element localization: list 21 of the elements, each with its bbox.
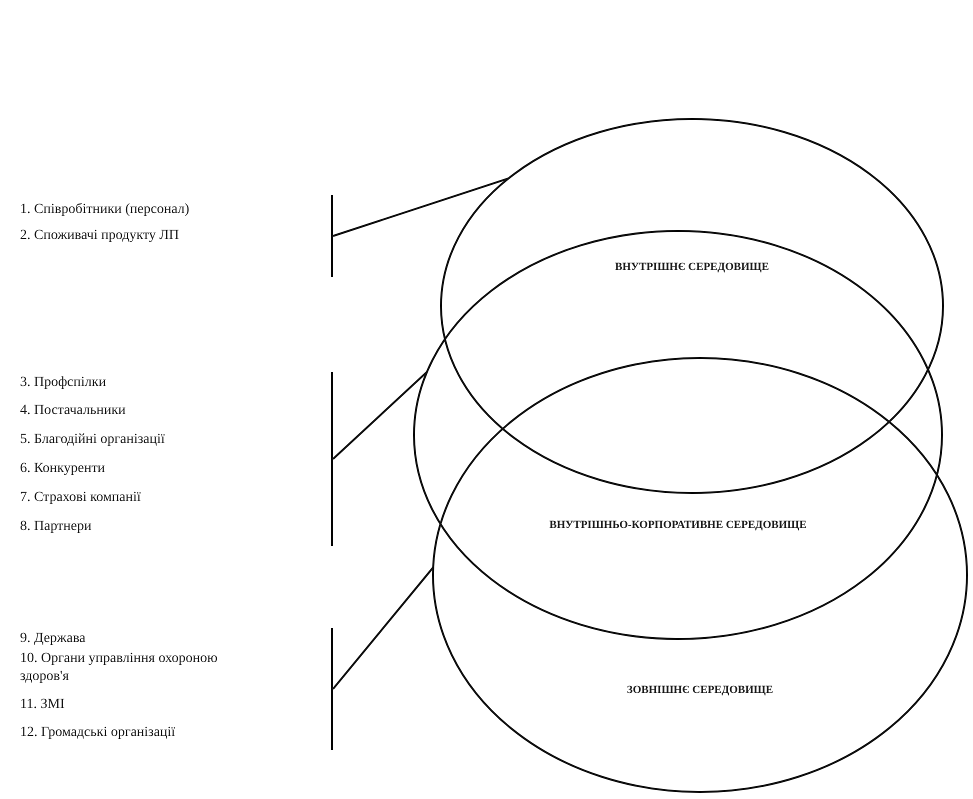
list-item: 7. Страхові компанії [20, 489, 141, 507]
bracketed-list [20, 372, 333, 546]
leader-line [332, 178, 509, 237]
list-item: 12. Громадські організації [20, 724, 176, 742]
leader-line [332, 371, 428, 460]
bracketed-list [20, 628, 333, 750]
leader-line [332, 566, 434, 690]
list-item: 4. Постачальники [20, 402, 126, 420]
list-item: 9. Держава [20, 630, 86, 648]
list-item: 5. Благодійні організації [20, 431, 165, 449]
list-item: 6. Конкуренти [20, 460, 106, 478]
ellipse-label: ВНУТРІШНЄ СЕРЕДОВИЩЕ [614, 260, 770, 275]
list-item: 10. Органи управління охороною здоров'я [20, 650, 219, 686]
list-item: 8. Партнери [20, 518, 92, 536]
ellipse-label: ВНУТРІШНЬО-КОРПОРАТИВНЕ СЕРЕДОВИЩЕ [548, 518, 808, 533]
list-item: 11. ЗМІ [20, 696, 65, 714]
list-item: 1. Співробітники (персонал) [20, 201, 190, 219]
bracketed-list [20, 195, 333, 277]
list-item: 3. Профспілки [20, 374, 106, 392]
list-item: 2. Споживачі продукту ЛП [20, 227, 180, 245]
ellipse-label: ЗОВНІШНЄ СЕРЕДОВИЩЕ [626, 683, 774, 698]
